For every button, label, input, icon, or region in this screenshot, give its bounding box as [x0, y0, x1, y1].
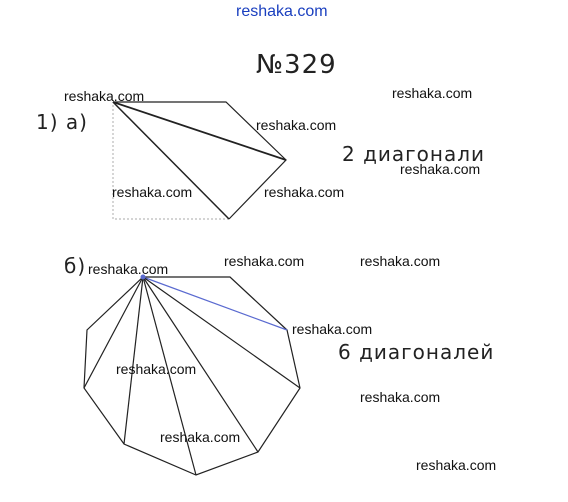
watermark: reshaka.com — [360, 253, 441, 269]
watermark: reshaka.com — [256, 117, 337, 133]
nonagon-diagonal-4 — [142, 276, 197, 476]
nonagon-diagonal-6 — [83, 276, 144, 389]
watermark: reshaka.com — [112, 184, 193, 200]
site-header[interactable]: reshaka.com — [236, 3, 328, 20]
pentagon-diagonal-2 — [112, 101, 230, 220]
problem-number: №329 — [256, 50, 337, 80]
nonagon-apex-mark — [140, 274, 146, 280]
part2-label: б) — [64, 254, 87, 278]
watermark: reshaka.com — [400, 161, 481, 177]
watermark: reshaka.com — [160, 429, 241, 445]
watermark: reshaka.com — [360, 389, 441, 405]
watermark: reshaka.com — [264, 184, 345, 200]
part2-result: 6 диагоналей — [338, 340, 495, 364]
pentagon-diagonal-1 — [112, 101, 287, 161]
watermark: reshaka.com — [292, 321, 373, 337]
watermark: reshaka.com — [392, 85, 473, 101]
part1-result: 2 диагонали — [342, 142, 486, 166]
nonagon-diagonal-5 — [123, 276, 144, 445]
nonagon-outline — [83, 276, 301, 476]
watermark: reshaka.com — [64, 88, 145, 104]
watermark: reshaka.com — [116, 361, 197, 377]
watermark: reshaka.com — [88, 261, 169, 277]
nonagon-diagonal-2 — [142, 276, 301, 389]
watermark: reshaka.com — [224, 253, 305, 269]
nonagon-diagonal-1 — [142, 276, 288, 331]
nonagon-diagonal-3 — [142, 276, 259, 453]
part1-label: 1) а) — [36, 110, 88, 134]
nonagon-figure — [83, 274, 301, 476]
pentagon-top-edge — [113, 101, 287, 220]
watermark: reshaka.com — [416, 457, 497, 473]
pentagon-figure — [112, 101, 287, 220]
